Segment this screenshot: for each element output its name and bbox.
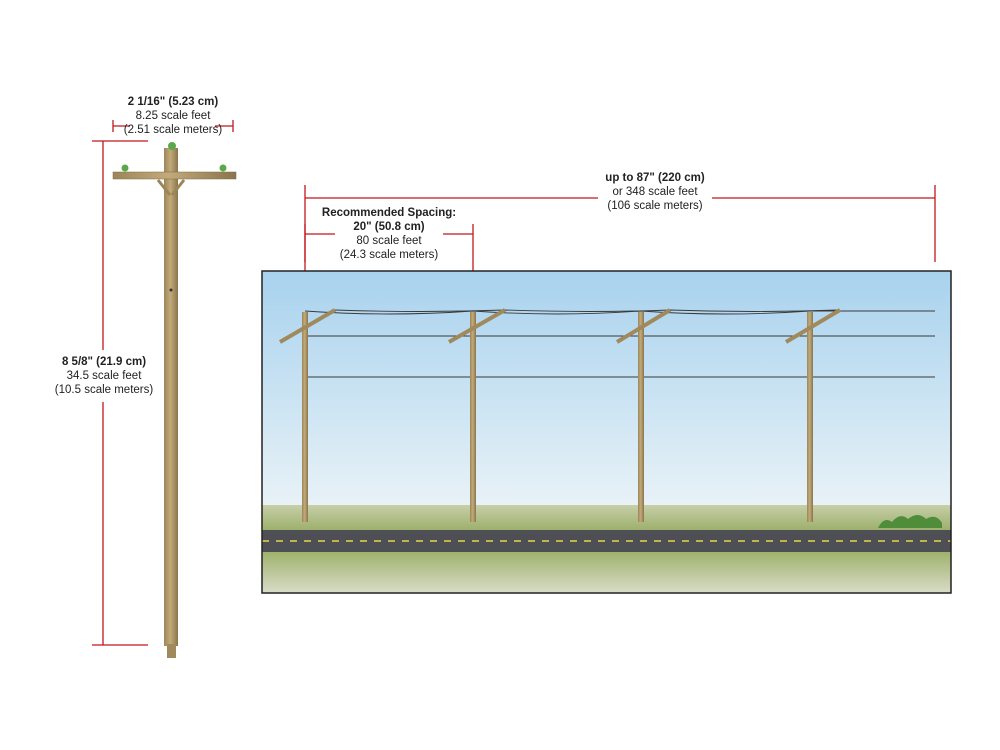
pole-base (167, 644, 176, 658)
height-dimension-meters: (10.5 scale meters) (54, 384, 154, 396)
scene-pole-3 (615, 308, 672, 522)
total-span-feet: or 348 scale feet (612, 186, 698, 198)
scene-panel (261, 270, 952, 594)
pole-crossarm (112, 171, 237, 180)
single-pole (112, 142, 237, 658)
pole-shaft (164, 148, 178, 646)
width-dimension-label: 2 1/16" (5.23 cm) 8.25 scale feet (2.51 … (113, 95, 233, 137)
total-span-label: up to 87" (220 cm) or 348 scale feet (10… (590, 171, 720, 213)
total-span-title: up to 87" (220 cm) (605, 172, 705, 184)
crossarm-brace-left (156, 179, 172, 196)
insulator-icon (219, 164, 227, 172)
insulator-icon (168, 142, 176, 150)
pole-bolt (169, 288, 173, 292)
insulator-icon (121, 164, 129, 172)
width-dimension-meters: (2.51 scale meters) (123, 124, 223, 136)
width-dimension-title: 2 1/16" (5.23 cm) (127, 96, 219, 108)
scene-grass-back (262, 505, 951, 530)
height-dimension-feet: 34.5 scale feet (66, 370, 142, 382)
scene-road (262, 530, 951, 552)
height-dimension-line (92, 140, 148, 646)
scene-shrub (878, 515, 942, 528)
scene-grass-front (262, 552, 951, 593)
scene-pole-1 (278, 308, 337, 522)
spacing-feet: 80 scale feet (356, 235, 422, 247)
crossarm-brace-right (170, 179, 186, 196)
height-dimension-label: 8 5/8" (21.9 cm) 34.5 scale feet (10.5 s… (44, 355, 164, 397)
width-dimension-feet: 8.25 scale feet (135, 110, 211, 122)
scene-pole-2 (448, 308, 506, 522)
power-wires (304, 309, 935, 378)
scene-frame (261, 270, 952, 594)
spacing-heading: Recommended Spacing: (321, 207, 457, 219)
spacing-meters: (24.3 scale meters) (339, 249, 439, 261)
height-dimension-title: 8 5/8" (21.9 cm) (61, 356, 147, 368)
spacing-title: 20" (50.8 cm) (353, 221, 425, 233)
scene-pole-4 (784, 308, 842, 522)
total-span-meters: (106 scale meters) (607, 200, 703, 212)
width-dimension-line (112, 120, 234, 132)
spacing-label: Recommended Spacing: 20" (50.8 cm) 80 sc… (314, 206, 464, 262)
